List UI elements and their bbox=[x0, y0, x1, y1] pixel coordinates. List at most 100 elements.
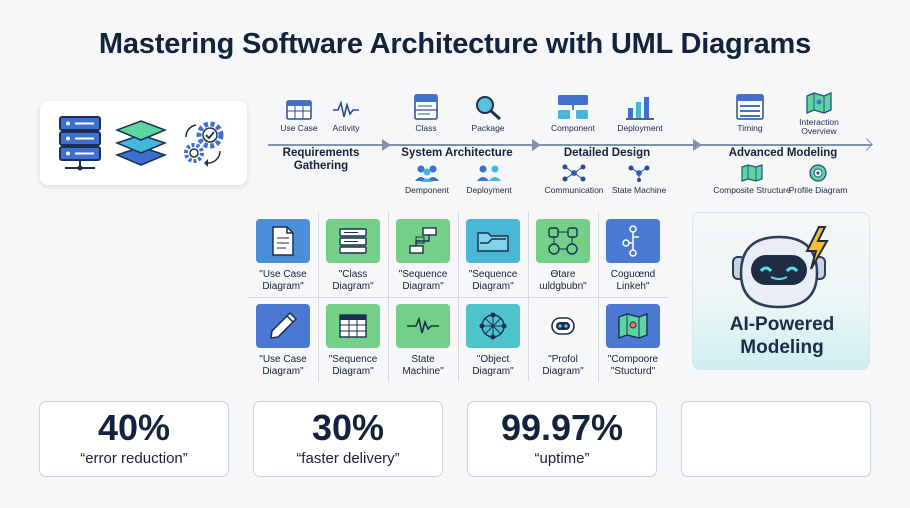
page-title: Mastering Software Architecture with UML… bbox=[98, 28, 812, 60]
timeline-arrow bbox=[532, 139, 541, 151]
diagram-tile bbox=[536, 219, 590, 263]
layers-icon bbox=[115, 120, 168, 166]
waveform-icon bbox=[333, 100, 359, 118]
timeline-item-component-3: Component bbox=[533, 94, 613, 133]
timeline-item-composite-structure: Composite Structure bbox=[707, 164, 797, 195]
diagram-label: "Use Case Diagram" bbox=[259, 269, 307, 292]
timeline-item-profile-diagram: Profile Diagram bbox=[778, 164, 858, 195]
uml-timeline: Use Case Activity Requirements Gathering… bbox=[268, 88, 878, 200]
stat-card-error-reduction: 40% “error reduction” bbox=[39, 401, 229, 477]
architecture-icon-card bbox=[40, 101, 247, 185]
gears-icon bbox=[183, 121, 224, 167]
class-icon bbox=[339, 228, 367, 254]
diagram-card[interactable]: "Sequence Diagram" bbox=[388, 212, 458, 297]
people-icon bbox=[477, 165, 501, 181]
diagram-tile bbox=[256, 304, 310, 348]
diagram-label: "Profol Diagram" bbox=[542, 354, 584, 377]
stat-card-faster-delivery: 30% “faster delivery” bbox=[253, 401, 443, 477]
bar-chart-icon bbox=[626, 97, 654, 120]
document-icon bbox=[272, 226, 294, 256]
timeline-line bbox=[268, 144, 872, 146]
diagram-card[interactable]: "Object Diagram" bbox=[458, 297, 528, 382]
stage-label-detailed-design: Detailed Design bbox=[563, 147, 651, 159]
diagram-card[interactable]: "Sequence Diagram" bbox=[318, 297, 388, 382]
timeline-arrow bbox=[860, 138, 873, 151]
stat-value: 99.97% bbox=[500, 407, 624, 448]
table-icon bbox=[286, 100, 312, 120]
server-icon bbox=[59, 116, 102, 171]
component-icon bbox=[558, 95, 588, 119]
diagram-label: "Use Case Diagram" bbox=[259, 354, 307, 377]
diagram-tile bbox=[606, 219, 660, 263]
diagram-label: "Class Diagram" bbox=[332, 269, 374, 292]
diagram-tile bbox=[326, 219, 380, 263]
diagram-card[interactable]: "Profol Diagram" bbox=[528, 297, 598, 382]
table-icon bbox=[339, 314, 367, 338]
diagram-tile bbox=[466, 304, 520, 348]
lightning-icon bbox=[805, 226, 829, 270]
table-icon bbox=[736, 94, 764, 120]
robot-icon bbox=[732, 226, 829, 309]
timeline-item-use-case: Use Case bbox=[259, 100, 339, 133]
stat-card-empty bbox=[681, 401, 871, 477]
diagram-tile bbox=[466, 219, 520, 263]
waveform-icon bbox=[407, 316, 439, 334]
magnifier-icon bbox=[476, 96, 501, 120]
tree-icon bbox=[622, 225, 639, 257]
diagram-card[interactable]: "Compoore "Stucturd" bbox=[598, 297, 668, 382]
network-icon bbox=[628, 165, 650, 182]
state-icon bbox=[548, 227, 578, 255]
people-icon bbox=[415, 165, 439, 182]
timeline-item-package: Package bbox=[448, 94, 528, 133]
network-icon bbox=[562, 164, 586, 182]
timeline-item-component: Demponent bbox=[387, 164, 467, 195]
ai-label: AI-Powered Modeling bbox=[729, 314, 835, 358]
map-icon bbox=[618, 312, 648, 340]
grid-divider bbox=[248, 297, 668, 298]
diagram-label: State Machine" bbox=[402, 354, 444, 377]
stat-value: 40% bbox=[97, 407, 171, 448]
timeline-item-communication: Communication bbox=[534, 164, 614, 195]
diagram-tile bbox=[536, 304, 590, 348]
class-icon bbox=[414, 94, 438, 120]
timeline-arrow bbox=[382, 139, 391, 151]
stat-value: 30% bbox=[311, 407, 385, 448]
robot-icon bbox=[809, 164, 827, 182]
folder-icon bbox=[477, 232, 509, 252]
stat-caption: “faster delivery” bbox=[296, 449, 400, 467]
network-icon bbox=[479, 312, 507, 340]
diagram-card[interactable]: "Use Case Diagram" bbox=[248, 297, 318, 382]
diagram-label: "Compoore "Stucturd" bbox=[607, 354, 659, 377]
stage-label-system-architecture: System Architecture bbox=[401, 147, 513, 159]
map-icon bbox=[741, 164, 763, 182]
diagram-tile bbox=[326, 304, 380, 348]
diagram-label: Coguœnd Linkeh" bbox=[610, 269, 656, 292]
timeline-item-deployment: Deployment bbox=[449, 164, 529, 195]
stat-caption: “uptime” bbox=[534, 449, 590, 467]
diagram-card[interactable]: Ɵtare ɯldgbubn" bbox=[528, 212, 598, 297]
timeline-item-interaction-overview: Interaction Overview bbox=[779, 92, 859, 136]
stat-card-uptime: 99.97% “uptime” bbox=[467, 401, 657, 477]
sequence-icon bbox=[409, 227, 437, 254]
diagram-card[interactable]: "Class Diagram" bbox=[318, 212, 388, 297]
diagram-card[interactable]: State Machine" bbox=[388, 297, 458, 382]
ai-powered-card[interactable]: AI-Powered Modeling bbox=[692, 212, 870, 370]
timeline-item-class: Class bbox=[386, 94, 466, 133]
diagram-card[interactable]: Coguœnd Linkeh" bbox=[598, 212, 668, 297]
diagram-label: "Sequence Diagram" bbox=[328, 354, 378, 377]
diagram-label: Ɵtare ɯldgbubn" bbox=[539, 269, 587, 292]
diagram-card[interactable]: "Use Case Diagram" bbox=[248, 212, 318, 297]
diagram-card[interactable]: "Sequence Diagram" bbox=[458, 212, 528, 297]
diagram-tile bbox=[396, 219, 450, 263]
diagram-tile bbox=[396, 304, 450, 348]
timeline-arrow bbox=[693, 139, 702, 151]
diagram-label: "Sequence Diagram" bbox=[468, 269, 518, 292]
stage-label-requirements: Requirements Gathering bbox=[282, 147, 360, 173]
diagram-tile bbox=[256, 219, 310, 263]
map-icon bbox=[806, 92, 832, 114]
stage-label-advanced-modeling: Advanced Modeling bbox=[728, 147, 838, 159]
timeline-item-timing: Timing bbox=[710, 94, 790, 133]
diagram-tile bbox=[606, 304, 660, 348]
pen-icon bbox=[270, 311, 298, 339]
diagram-grid: "Use Case Diagram" "Class Diagram" "Sequ… bbox=[248, 212, 668, 382]
